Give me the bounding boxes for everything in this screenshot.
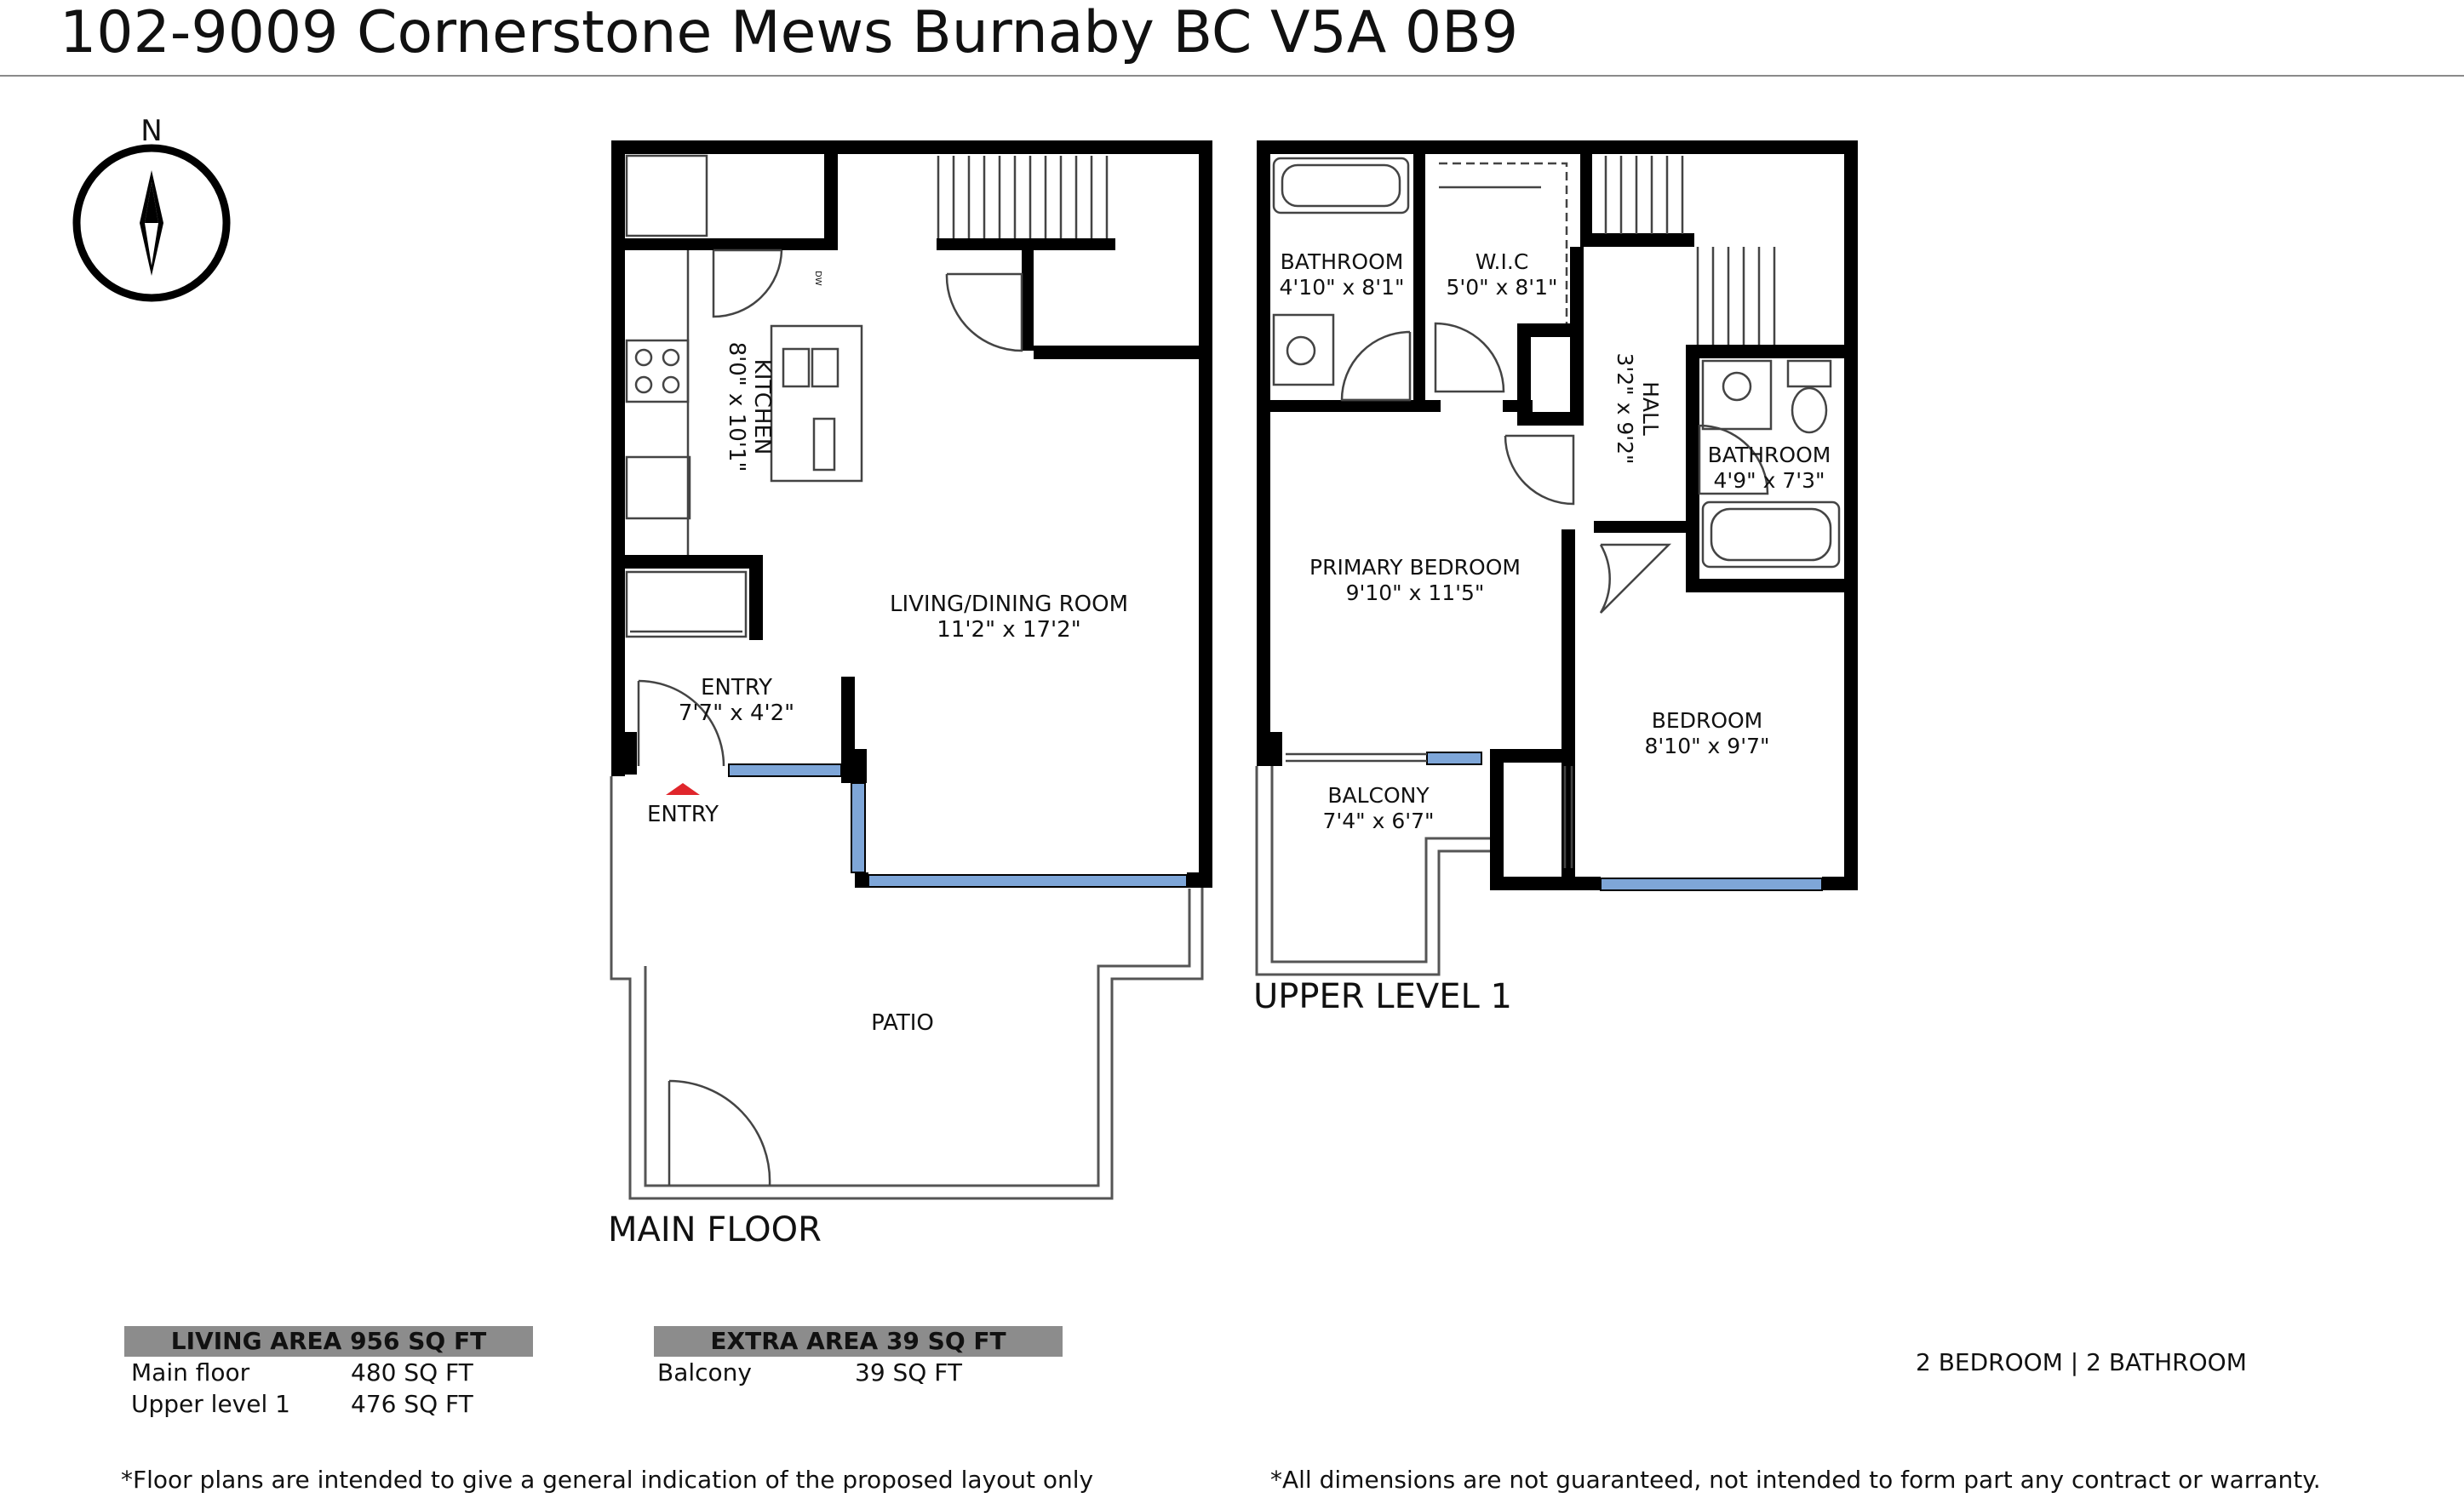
table-row: Balcony 39 SQ FT	[654, 1357, 1063, 1388]
primary-bath-dims: 4'10" x 8'1"	[1280, 275, 1405, 300]
main-floor-caption: MAIN FLOOR	[608, 1210, 822, 1249]
primary-bedroom-label: PRIMARY BEDROOM	[1309, 555, 1521, 580]
dw-label: DW	[813, 271, 822, 286]
entry-arrow-icon	[666, 783, 700, 795]
patio-door	[668, 1079, 771, 1186]
living-label: LIVING/DINING ROOM	[890, 592, 1128, 617]
main-floor-windows	[728, 763, 1188, 888]
main-stairs	[937, 156, 1109, 238]
patio-label: PATIO	[871, 1010, 934, 1036]
table-row: Main floor 480 SQ FT	[124, 1357, 533, 1388]
main-floor-walls	[611, 140, 1212, 888]
upper-level-windows	[1426, 752, 1823, 891]
extra-area-header: EXTRA AREA 39 SQ FT	[654, 1326, 1063, 1357]
primary-bedroom-dims: 9'10" x 11'5"	[1346, 580, 1485, 605]
balcony-outline	[1255, 766, 1490, 976]
patio-outline	[610, 776, 1204, 1200]
row-value: 480 SQ FT	[351, 1358, 473, 1387]
wic-dims: 5'0" x 8'1"	[1446, 275, 1557, 300]
living-area-header: LIVING AREA 956 SQ FT	[124, 1326, 533, 1357]
balcony-dims: 7'4" x 6'7"	[1322, 809, 1434, 833]
bedroom-dims: 8'10" x 9'7"	[1645, 734, 1770, 758]
main-floor-fixtures	[625, 154, 1109, 767]
bath2-label: BATHROOM	[1708, 443, 1831, 467]
wic-label: W.I.C	[1476, 249, 1529, 274]
entry-dims: 7'7" x 4'2"	[679, 700, 794, 726]
table-row: Upper level 1 476 SQ FT	[124, 1388, 533, 1420]
upper-level-plan: BATHROOM 4'10" x 8'1" W.I.C 5'0" x 8'1" …	[1255, 140, 1858, 976]
primary-bath-label: BATHROOM	[1281, 249, 1404, 274]
bed-bath-summary: 2 BEDROOM | 2 BATHROOM	[1916, 1348, 2247, 1376]
upper-level-fixtures	[1272, 156, 1841, 868]
living-area-table: LIVING AREA 956 SQ FT Main floor 480 SQ …	[124, 1326, 533, 1420]
compass-icon: N	[72, 114, 231, 302]
upper-level-caption: UPPER LEVEL 1	[1253, 977, 1512, 1016]
footnote-left: *Floor plans are intended to give a gene…	[121, 1466, 1094, 1494]
hall-dims: 3'2" x 9'2"	[1613, 352, 1637, 464]
row-label: Upper level 1	[131, 1390, 290, 1418]
bedroom-label: BEDROOM	[1652, 708, 1763, 733]
bath2-dims: 4'9" x 7'3"	[1713, 468, 1825, 493]
hall-label: HALL	[1638, 381, 1663, 436]
main-floor-plan: DW KITCHEN 8'0" x 10'1" LIVING/DINING RO…	[610, 140, 1212, 1200]
entry-marker-label: ENTRY	[647, 802, 719, 827]
extra-area-table: EXTRA AREA 39 SQ FT Balcony 39 SQ FT	[654, 1326, 1063, 1388]
entry-label: ENTRY	[701, 675, 772, 700]
page-title: 102-9009 Cornerstone Mews Burnaby BC V5A…	[60, 0, 1519, 66]
balcony-label: BALCONY	[1327, 783, 1430, 808]
kitchen-label: KITCHEN	[749, 359, 775, 455]
row-label: Balcony	[657, 1358, 752, 1387]
kitchen-dims: 8'0" x 10'1"	[724, 342, 749, 472]
footnote-right: *All dimensions are not guaranteed, not …	[1270, 1466, 2321, 1494]
row-value: 476 SQ FT	[351, 1390, 473, 1418]
row-value: 39 SQ FT	[855, 1358, 962, 1387]
living-dims: 11'2" x 17'2"	[937, 617, 1080, 643]
row-label: Main floor	[131, 1358, 250, 1387]
upper-stairs	[1604, 156, 1776, 345]
title-divider	[0, 75, 2464, 77]
compass-north-label: N	[140, 114, 162, 148]
